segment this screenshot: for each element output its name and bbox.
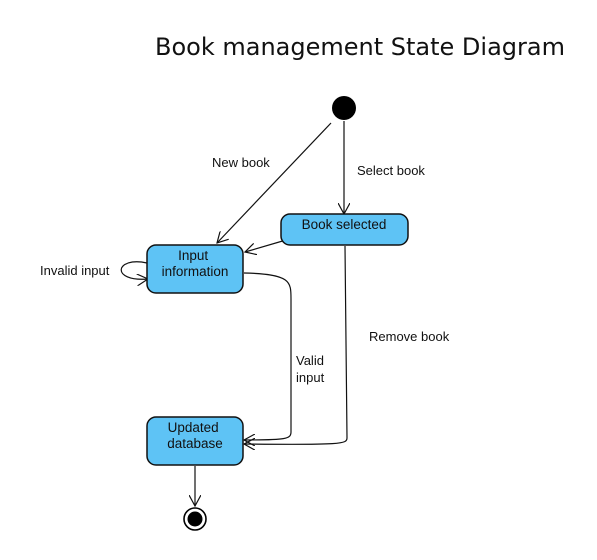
final-state — [183, 507, 207, 531]
label-new-book: New book — [212, 155, 270, 170]
initial-state — [332, 96, 356, 120]
label-valid-input: Valid input — [296, 353, 328, 385]
state-updated-database: Updated database — [146, 416, 244, 466]
transition-new-book — [217, 122, 332, 243]
transition-remove-book — [244, 245, 348, 444]
diagram-title: Book management State Diagram — [155, 33, 565, 61]
transition-valid-input — [244, 272, 292, 440]
state-input-information-label: Input information — [162, 248, 229, 279]
state-updated-database-label: Updated database — [167, 420, 223, 451]
transition-invalid-input — [120, 261, 148, 279]
label-select-book: Select book — [357, 163, 425, 178]
state-input-information: Input information — [146, 244, 244, 294]
label-remove-book: Remove book — [369, 329, 450, 344]
transition-book-to-input — [245, 239, 287, 252]
state-book-selected: Book selected — [280, 213, 409, 246]
label-invalid-input: Invalid input — [40, 263, 110, 278]
state-book-selected-label: Book selected — [302, 217, 387, 232]
